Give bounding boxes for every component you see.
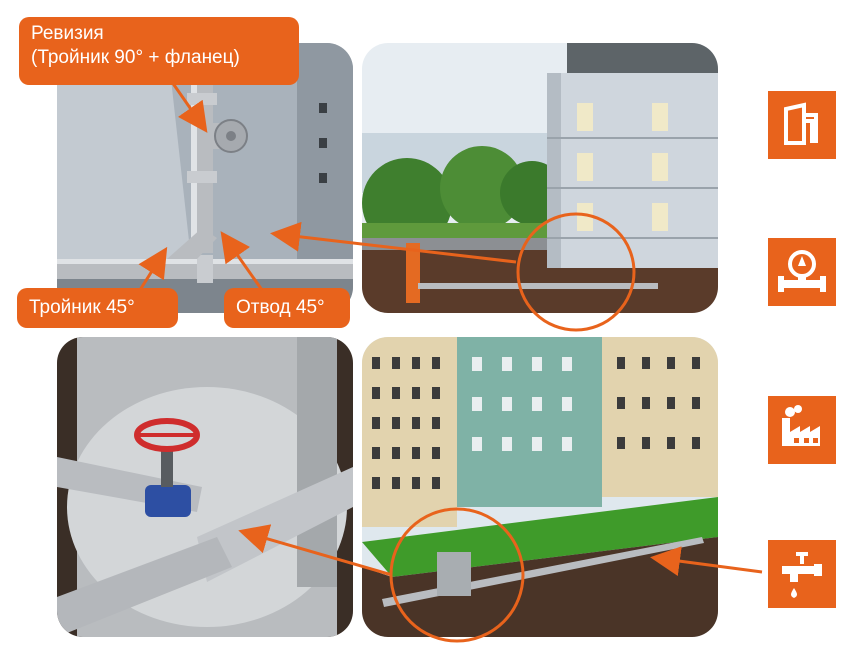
bend-45-label-text: Отвод 45° (236, 297, 325, 318)
apartment-yard-photo (362, 337, 718, 637)
revision-label-line1: Ревизия (31, 23, 104, 44)
building-section-photo (362, 43, 718, 313)
tee-45-label: Тройник 45° (17, 288, 178, 328)
water-tap-icon (768, 540, 836, 608)
bend-45-label: Отвод 45° (224, 288, 350, 328)
revision-tee-flange-label: Ревизия (Тройник 90° + фланец) (19, 17, 299, 85)
valve-well-photo (57, 337, 353, 637)
factory-icon (768, 396, 836, 464)
pump-valve-icon (768, 238, 836, 306)
building-drain-icon (768, 91, 836, 159)
tee-45-label-text: Тройник 45° (29, 297, 135, 318)
revision-label-line2: (Тройник 90° + фланец) (31, 47, 240, 68)
